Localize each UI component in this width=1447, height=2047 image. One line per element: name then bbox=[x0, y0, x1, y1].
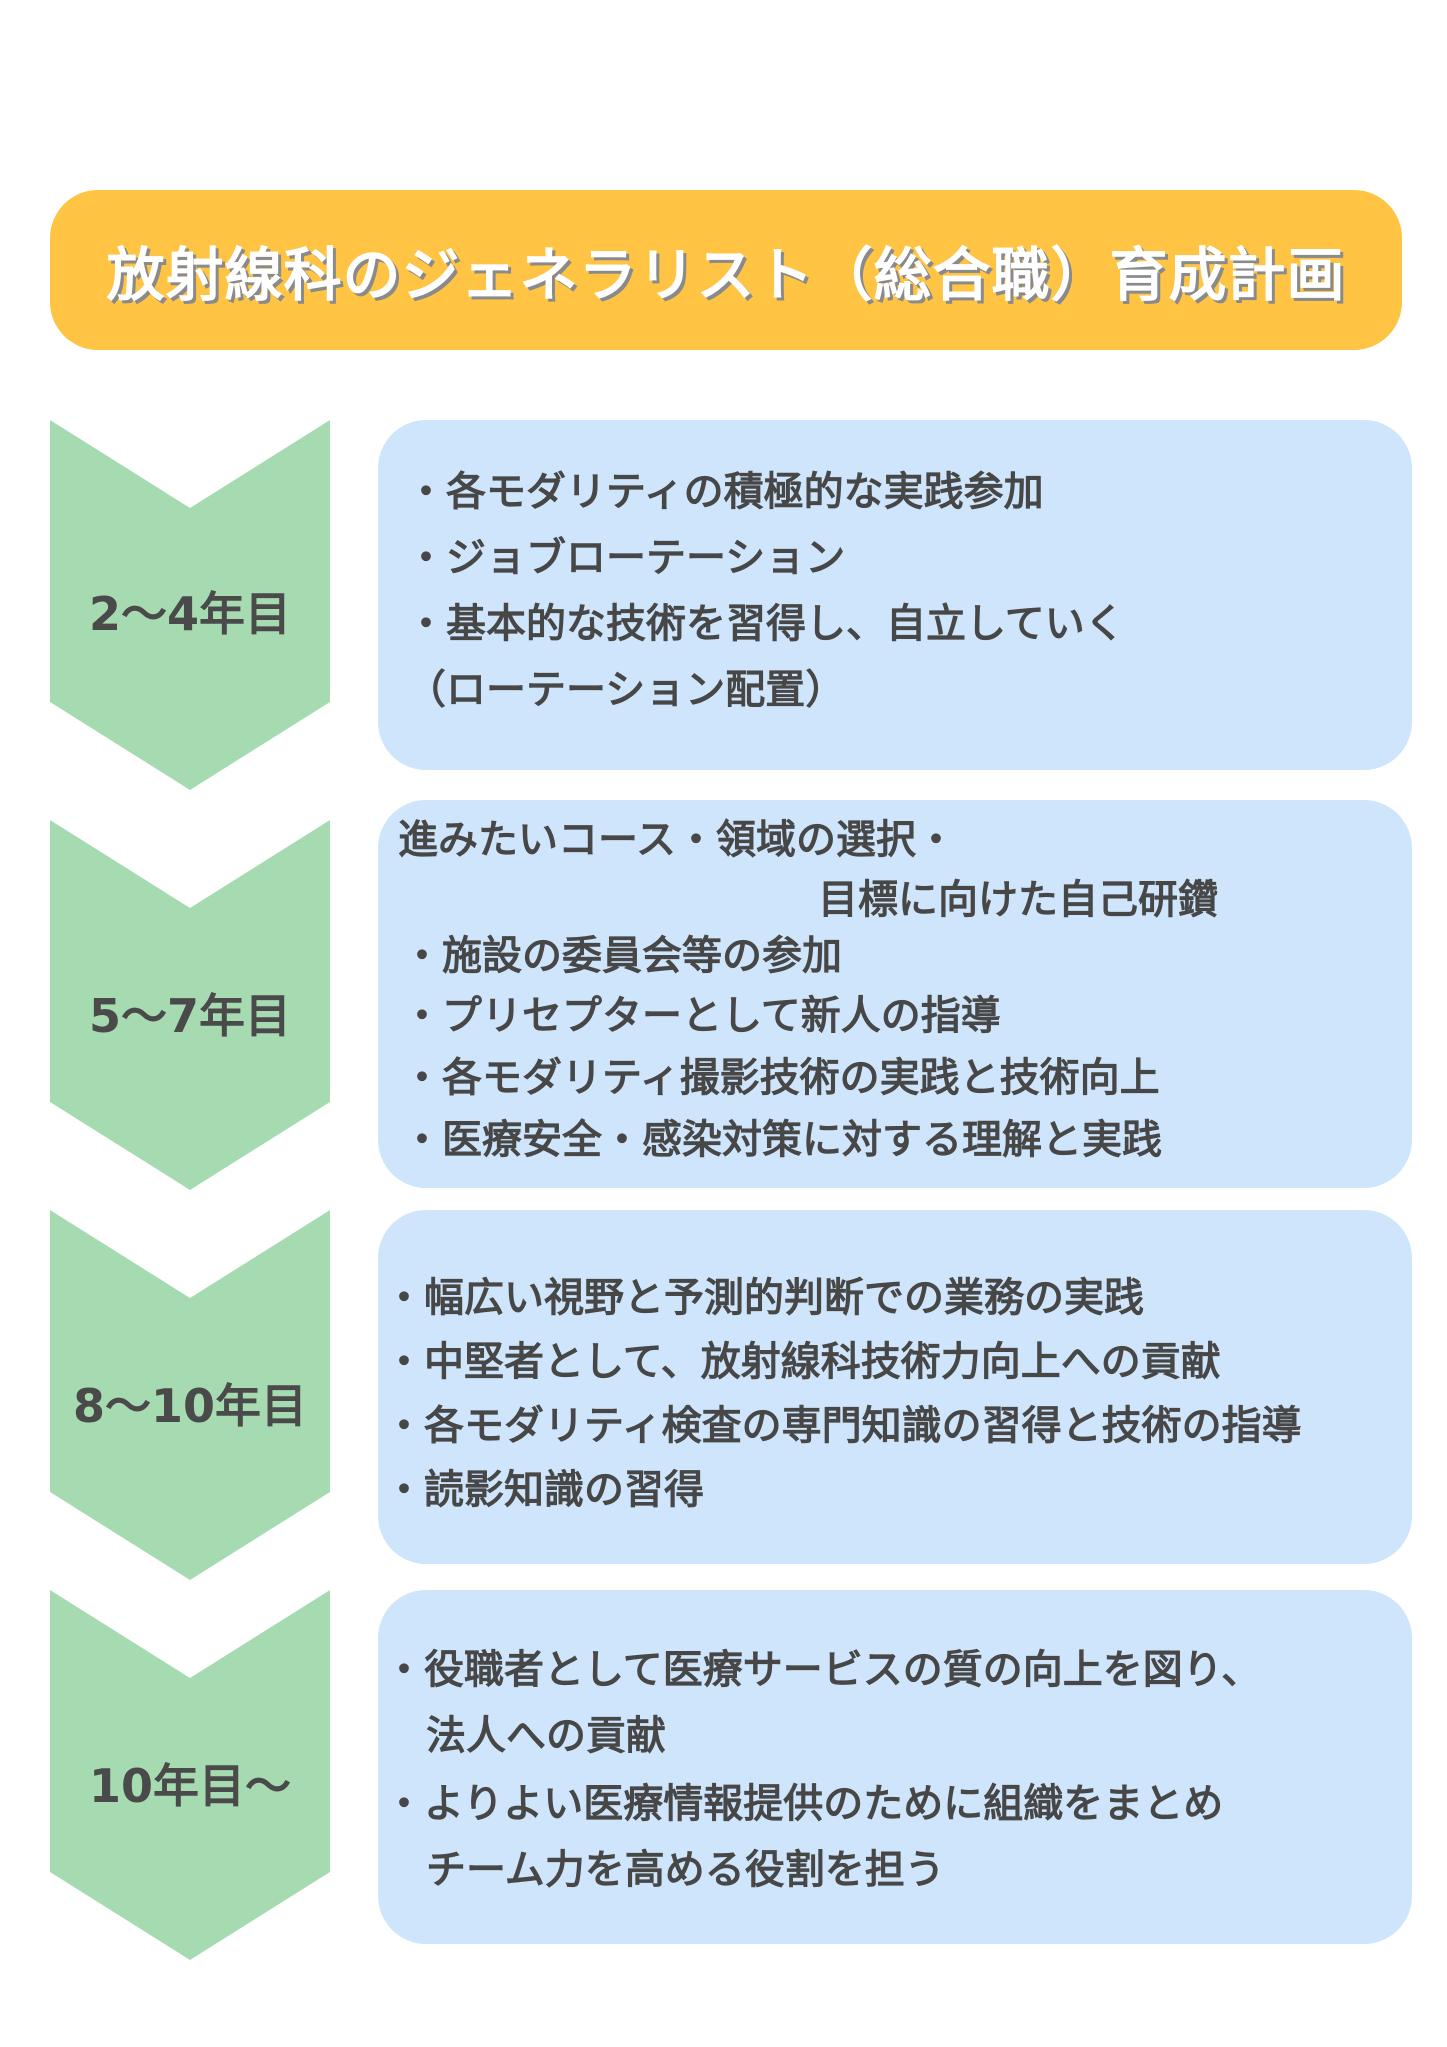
chevron-down-icon bbox=[50, 420, 330, 790]
stage-3-line-3: ・各モダリティ検査の専門知識の習得と技術の指導 bbox=[384, 1403, 1302, 1449]
chevron-down-icon bbox=[50, 1210, 330, 1580]
stage-label-2: 5〜7年目 bbox=[88, 989, 291, 1043]
stage-arrow-4: 10年目〜 bbox=[50, 1590, 330, 1960]
title-banner: 放射線科のジェネラリスト（総合職）育成計画 bbox=[50, 190, 1402, 350]
stage-4-line-3: ・よりよい医療情報提供のために組織をまとめ bbox=[384, 1781, 1224, 1827]
chevron-down-icon bbox=[50, 820, 330, 1190]
stage-2-line-5: ・各モダリティ撮影技術の実践と技術向上 bbox=[402, 1055, 1160, 1101]
stage-arrow-1: 2〜4年目 bbox=[50, 420, 330, 790]
chevron-down-icon bbox=[50, 1590, 330, 1960]
stage-4-line-2: 法人への貢献 bbox=[426, 1713, 666, 1759]
stage-2-line-3: ・施設の委員会等の参加 bbox=[402, 933, 842, 979]
page-title: 放射線科のジェネラリスト（総合職）育成計画 bbox=[106, 241, 1346, 309]
stage-arrow-2: 5〜7年目 bbox=[50, 820, 330, 1190]
stage-3-line-4: ・読影知識の習得 bbox=[384, 1467, 704, 1513]
stage-box-4: ・役職者として医療サービスの質の向上を図り、 法人への貢献 ・よりよい医療情報提… bbox=[378, 1590, 1412, 1944]
stage-label-1: 2〜4年目 bbox=[88, 587, 291, 641]
stage-3-line-1: ・幅広い視野と予測的判断での業務の実践 bbox=[384, 1275, 1144, 1321]
stage-1-line-2: ・ジョブローテーション bbox=[406, 535, 846, 581]
stage-box-3: ・幅広い視野と予測的判断での業務の実践 ・中堅者として、放射線科技術力向上への貢… bbox=[378, 1210, 1412, 1564]
stage-label-3: 8〜10年目 bbox=[72, 1379, 308, 1433]
stage-3-line-2: ・中堅者として、放射線科技術力向上への貢献 bbox=[384, 1339, 1221, 1385]
stage-2-line-2: 目標に向けた自己研鑽 bbox=[818, 877, 1218, 923]
stage-box-2: 進みたいコース・領域の選択・ 目標に向けた自己研鑽 ・施設の委員会等の参加 ・プ… bbox=[378, 800, 1412, 1188]
stage-2-line-4: ・プリセプターとして新人の指導 bbox=[402, 993, 1001, 1039]
stage-1-line-1: ・各モダリティの積極的な実践参加 bbox=[406, 469, 1044, 515]
stage-arrow-3: 8〜10年目 bbox=[50, 1210, 330, 1580]
stage-2-line-1: 進みたいコース・領域の選択・ bbox=[398, 817, 956, 863]
stage-1-line-4: （ローテーション配置） bbox=[406, 667, 846, 713]
stage-box-1: ・各モダリティの積極的な実践参加 ・ジョブローテーション ・基本的な技術を習得し… bbox=[378, 420, 1412, 770]
stage-label-4: 10年目〜 bbox=[88, 1759, 291, 1813]
stage-4-line-4: チーム力を高める役割を担う bbox=[426, 1847, 945, 1893]
stage-1-line-3: ・基本的な技術を習得し、自立していく bbox=[406, 601, 1125, 647]
stage-2-line-6: ・医療安全・感染対策に対する理解と実践 bbox=[402, 1117, 1162, 1163]
stage-4-line-1: ・役職者として医療サービスの質の向上を図り、 bbox=[384, 1647, 1262, 1693]
